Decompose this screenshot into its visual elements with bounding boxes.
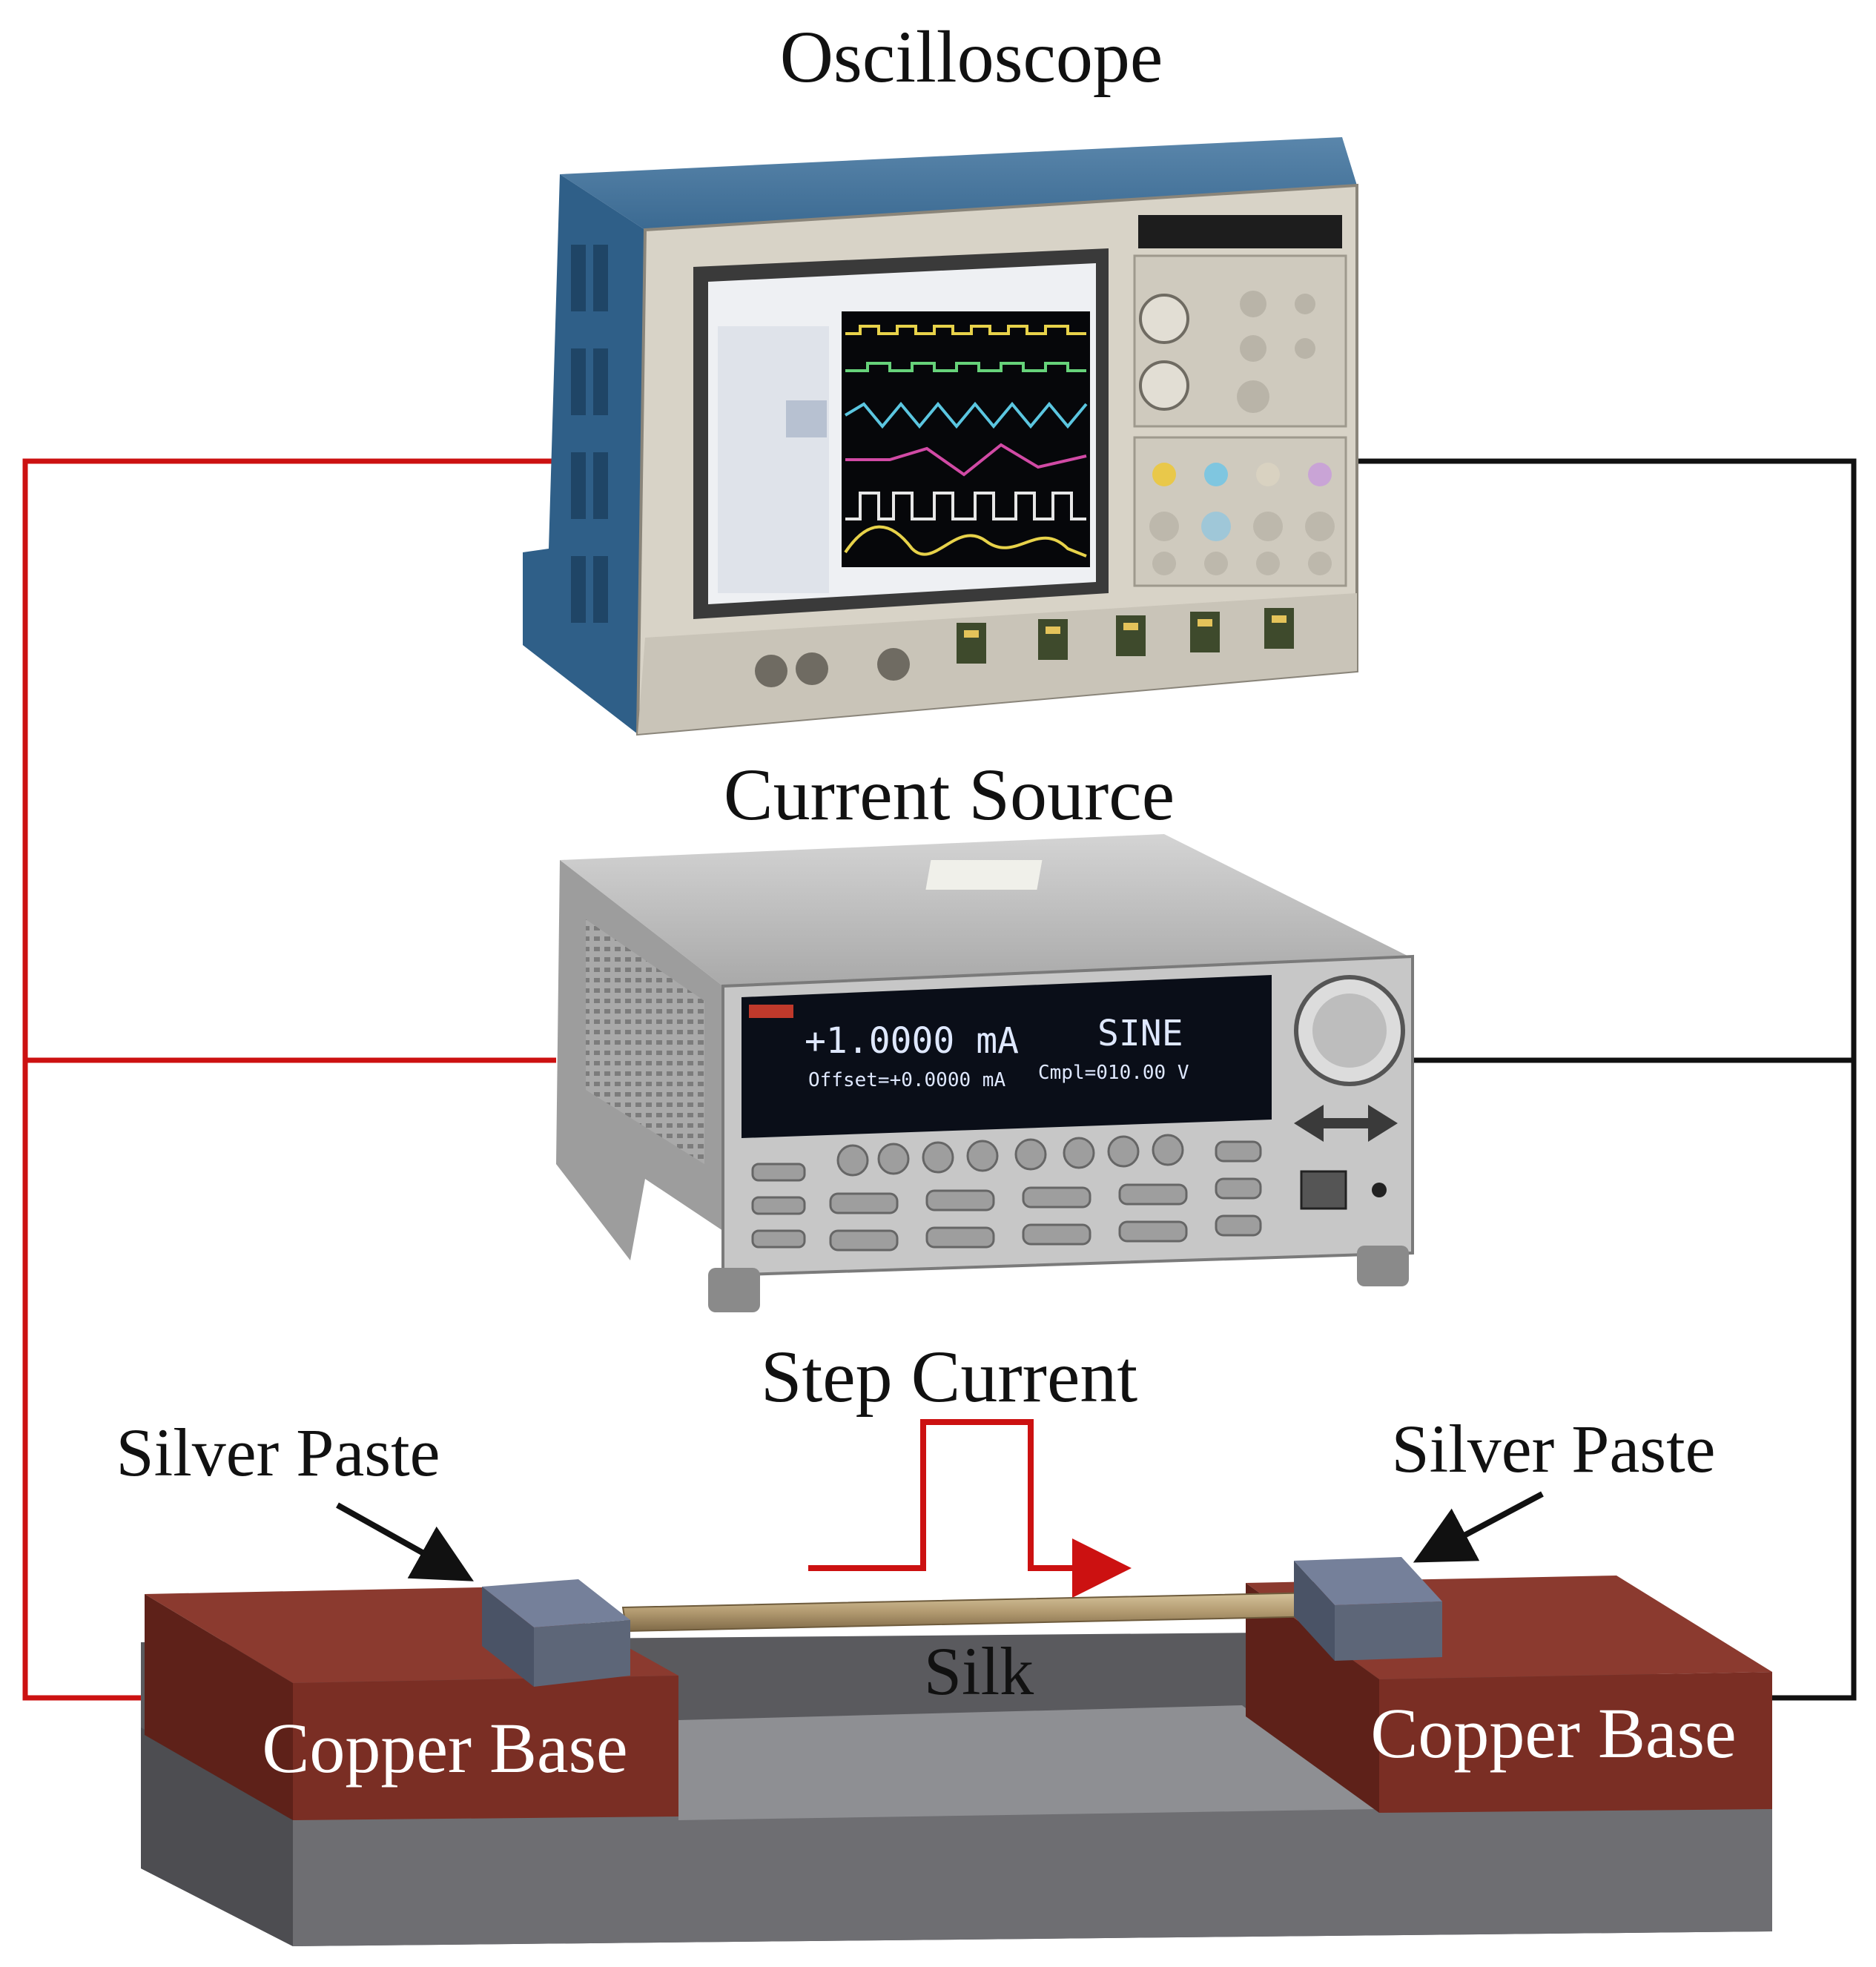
copper-base-left-label: Copper Base [262,1708,627,1788]
wire-right-black [1346,458,1857,1701]
silver-paste-left [482,1579,630,1687]
knob-icon[interactable] [1139,294,1189,344]
display-offset: Offset=+0.0000 mA [808,1069,1005,1091]
arrow-icon[interactable] [1294,1105,1398,1142]
step-current-label: Step Current [761,1335,1137,1418]
wire-left-red [22,458,556,1701]
probe-connector-icon[interactable] [755,648,910,687]
arrow-icon [336,1502,474,1581]
display-amplitude: +1.0000 mA [805,1020,1019,1062]
silk-label: Silk [924,1633,1034,1709]
oscilloscope [523,137,1358,736]
oscilloscope-label: Oscilloscope [780,16,1163,98]
oscilloscope-side-vents [571,245,608,623]
display-waveform: SINE [1097,1013,1183,1054]
current-source-label: Current Source [724,753,1175,836]
copper-base-left [145,1587,678,1820]
sample-stage [141,1557,1772,1946]
silver-paste-left-label: Silver Paste [116,1415,440,1490]
silver-paste-right [1294,1557,1442,1661]
step-current-pulse [808,1419,1132,1598]
current-source-display [742,975,1272,1138]
current-source: +1.0000 mA SINE Offset=+0.0000 mA Cmpl=0… [556,834,1414,1312]
silk-fiber [621,1591,1325,1633]
arrow-icon [1413,1491,1544,1563]
copper-base-right-label: Copper Base [1370,1693,1736,1773]
silver-paste-right-label: Silver Paste [1392,1411,1716,1487]
knob-icon[interactable] [1139,360,1189,411]
display-compliance: Cmpl=010.00 V [1038,1062,1189,1084]
oscilloscope-screen [842,311,1090,567]
